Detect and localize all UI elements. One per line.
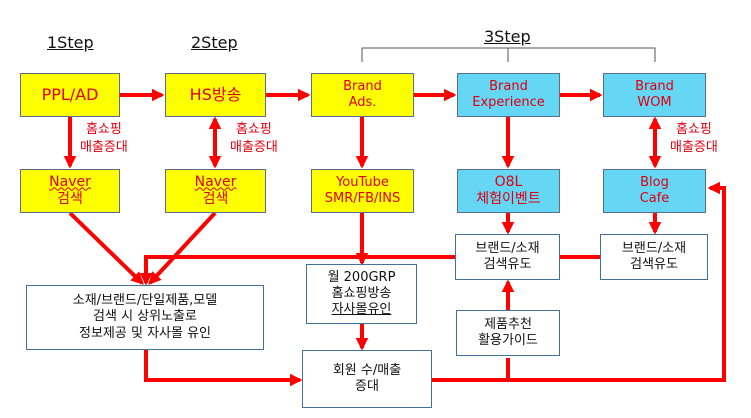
ppl-ad-box: PPL/AD [20, 73, 120, 117]
brand-search1-line2: 검색유도 [483, 257, 532, 272]
note-sales-increase-3: 홈쇼핑 매출증대 [670, 121, 718, 156]
blog-cafe-line1: Blog [640, 174, 669, 190]
grp-box: 월 200GRP 홈쇼핑방송 자사몰유인 [306, 264, 417, 324]
naver1-line1: Naver [49, 173, 91, 190]
ppl-ad-label: PPL/AD [41, 85, 99, 104]
sales-line1: 회원 수/매출 [332, 362, 402, 378]
note3-line2: 매출증대 [670, 139, 718, 155]
arrow-sales-blog [432, 181, 726, 382]
brand-search1-line1: 브랜드/소재 [475, 240, 540, 256]
brand-experience-line1: Brand [489, 78, 528, 94]
sales-box: 회원 수/매출 증대 [302, 350, 432, 408]
note2-line1: 홈쇼핑 [235, 122, 272, 137]
brand-ads-box: Brand Ads. [311, 73, 414, 117]
recommend-line1: 제품추천 [484, 316, 532, 332]
note1-line2: 매출증대 [80, 139, 128, 155]
naver2-line1: Naver [194, 173, 237, 190]
brand-wom-box: Brand WOM [603, 73, 706, 117]
sales-line2: 증대 [355, 379, 379, 394]
arrow-search-exposure [139, 255, 455, 286]
blog-cafe-line2: Cafe [639, 191, 670, 206]
recommend-box: 제품추천 활용가이드 [456, 310, 560, 356]
note2-line2: 매출증대 [230, 139, 278, 155]
step1-label: 1Step [47, 33, 94, 52]
brand-wom-line2: WOM [637, 95, 672, 110]
exposure-box: 소재/브랜드/단일제품,모델 검색 시 상위노출로 정보제공 및 자사몰 유인 [26, 285, 264, 350]
exposure-line1: 소재/브랜드/단일제품,모델 [72, 293, 218, 309]
brand-search-box-1: 브랜드/소재 검색유도 [455, 234, 560, 280]
brand-ads-line2: Ads. [348, 95, 377, 110]
brand-search2-line2: 검색유도 [630, 257, 678, 272]
brand-search2-line1: 브랜드/소재 [621, 240, 687, 256]
arrow-naver2-exposure [148, 211, 217, 285]
exposure-line3: 정보제공 및 자사몰 유인 [79, 325, 211, 341]
brand-ads-line1: Brand [343, 78, 382, 94]
o8l-line2: 체험이벤트 [476, 191, 541, 207]
brand-search-box-2: 브랜드/소재 검색유도 [600, 234, 708, 280]
o8l-event-box: O8L 체험이벤트 [457, 169, 560, 213]
grp-line2: 홈쇼핑방송 [331, 285, 392, 301]
grp-line1: 월 200GRP [327, 269, 396, 285]
step2-label: 2Step [191, 33, 238, 52]
o8l-line1: O8L [494, 173, 523, 190]
naver-search-box-2: Naver 검색 [165, 169, 266, 213]
naver1-line2: 검색 [57, 191, 83, 207]
note1-line1: 홈쇼핑 [85, 122, 122, 137]
youtube-line1: YouTube [336, 174, 389, 190]
youtube-line2: SMR/FB/INS [324, 191, 401, 206]
blog-cafe-box: Blog Cafe [603, 169, 706, 213]
exposure-line2: 검색 시 상위노출로 [93, 309, 197, 325]
step3-label: 3Step [484, 27, 531, 46]
arrow-exposure-sales [144, 350, 303, 387]
recommend-line2: 활용가이드 [478, 333, 538, 348]
arrow-naver1-exposure [68, 211, 144, 285]
grp-line3: 자사몰유인 [331, 302, 392, 318]
step3-bracket [361, 47, 656, 62]
hs-broadcast-label: HS방송 [189, 85, 242, 104]
youtube-box: YouTube SMR/FB/INS [311, 169, 414, 213]
naver2-line2: 검색 [202, 191, 229, 207]
hs-broadcast-box: HS방송 [165, 73, 266, 117]
note-sales-increase-2: 홈쇼핑 매출증대 [230, 121, 278, 156]
brand-wom-line1: Brand [635, 78, 674, 94]
brand-experience-line2: Experience [472, 95, 545, 110]
note3-line1: 홈쇼핑 [675, 122, 712, 137]
note-sales-increase-1: 홈쇼핑 매출증대 [80, 121, 128, 156]
naver-search-box-1: Naver 검색 [20, 169, 120, 213]
brand-experience-box: Brand Experience [457, 73, 560, 117]
